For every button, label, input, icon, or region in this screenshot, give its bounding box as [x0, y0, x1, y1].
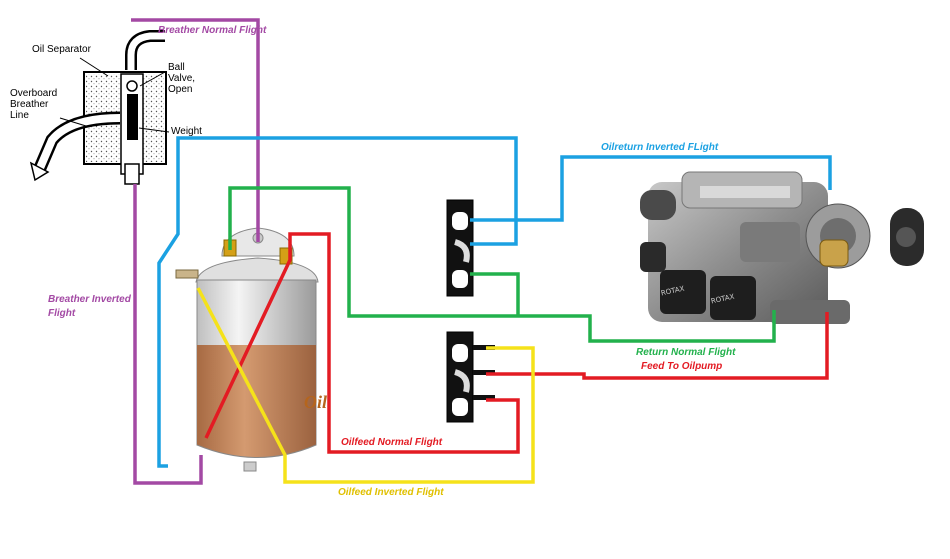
oilreturn-line-engine: [470, 155, 832, 222]
return-normal-label: Return Normal Flight: [636, 347, 736, 358]
breather-inverted-label-line1: Breather Inverted: [48, 294, 131, 305]
valve-block-lower: [446, 331, 495, 423]
return-normal-line-tank: [228, 186, 776, 343]
tank-oil-label: Oil: [304, 392, 328, 412]
drain-plug: [243, 461, 257, 472]
overboard-label-line3: Line: [10, 110, 29, 121]
valve-block-upper: [446, 199, 474, 297]
rotax-engine: [640, 171, 924, 324]
oil-separator: [29, 30, 170, 185]
overboard-label-line1: Overboard: [10, 88, 58, 99]
weight-block: [127, 94, 138, 140]
overboard-label-line2: Breather: [10, 99, 49, 110]
oilfeed-inverted-label: Oilfeed Inverted Flight: [338, 487, 444, 498]
oilreturn-line-tank: [157, 136, 518, 468]
breather-line-inverted: [133, 184, 203, 485]
oilreturn-inverted-label: Oilreturn Inverted FLight: [601, 142, 719, 153]
breather-inverted-label-line2: Flight: [48, 308, 76, 319]
feed-to-oilpump-line: [486, 312, 829, 380]
ball-valve: [126, 80, 138, 92]
oilfeed-normal-label: Oilfeed Normal Flight: [341, 437, 443, 448]
oilfeed-inverted-line: [196, 287, 535, 484]
breather-line-normal: [131, 18, 260, 242]
overboard-arrow: [29, 161, 50, 182]
return-normal-line-valve: [470, 272, 520, 316]
tank-fitting-side: [175, 269, 199, 279]
ball-valve-label-line2: Valve,: [168, 73, 196, 84]
oilfeed-normal-line: [204, 232, 520, 454]
ball-valve-label-line3: Open: [168, 84, 193, 95]
feed-to-oilpump-label: Feed To Oilpump: [641, 361, 723, 372]
ball-valve-label-line1: Ball: [168, 62, 185, 73]
breather-normal-label: Breather Normal Flight: [158, 25, 267, 36]
weight-label: Weight: [171, 126, 202, 137]
oil-separator-label: Oil Separator: [32, 44, 91, 55]
